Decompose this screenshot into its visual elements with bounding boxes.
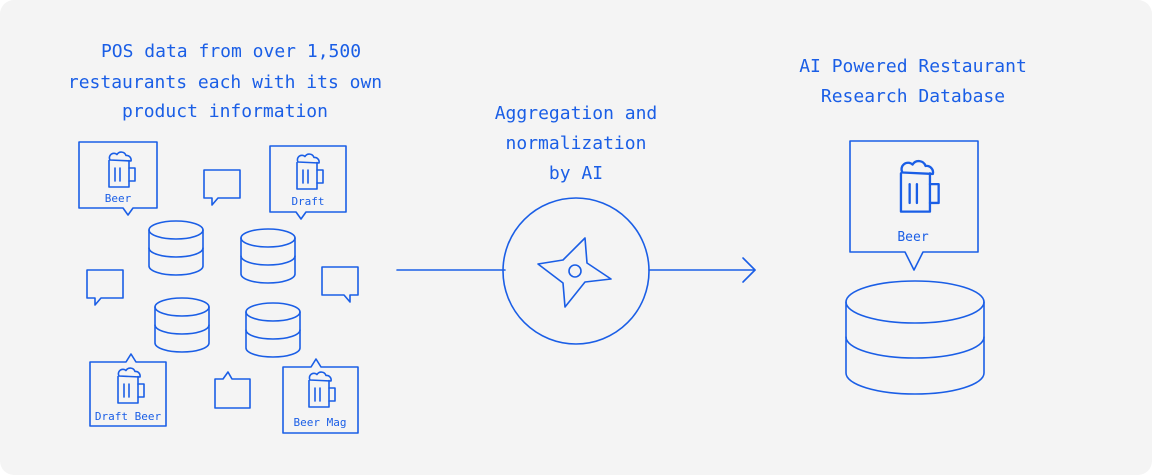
chat-bubble-icon — [86, 269, 124, 306]
chat-bubble-icon — [214, 371, 251, 409]
result-database-icon — [845, 280, 985, 395]
mug-icon — [117, 367, 145, 404]
result-caption-line-1: AI Powered Restaurant — [799, 56, 1027, 77]
tag-label-draft-beer: Draft Beer — [95, 410, 162, 423]
mug-icon — [899, 159, 940, 213]
ninja-star-icon — [537, 237, 612, 308]
mug-icon — [308, 371, 336, 408]
process-caption-line-3: by AI — [549, 163, 603, 184]
ai-process-circle — [502, 197, 650, 345]
sources-caption-line-1: POS data from over 1,500 — [101, 41, 361, 62]
result-caption-line-2: Research Database — [821, 86, 1005, 107]
sources-caption-line-2: restaurants each with its own — [68, 72, 382, 93]
process-caption-line-1: Aggregation and — [495, 103, 658, 124]
tag-card-beer — [78, 141, 158, 216]
tag-label-draft: Draft — [291, 195, 324, 208]
tag-card-beer-mag — [282, 358, 359, 434]
mug-icon — [296, 153, 324, 190]
arrow-right-icon — [742, 257, 756, 283]
result-tag-label: Beer — [897, 230, 928, 245]
database-icon — [245, 302, 301, 358]
tag-card-draft-beer — [89, 353, 167, 427]
sources-caption-line-3: product information — [122, 101, 328, 122]
tag-card-draft — [269, 145, 347, 220]
chat-bubble-icon — [321, 266, 359, 303]
database-icon — [154, 297, 210, 353]
chat-bubble-icon — [203, 169, 241, 206]
mug-icon — [108, 151, 136, 188]
tag-label-beer: Beer — [105, 192, 132, 205]
database-icon — [240, 228, 296, 284]
process-caption-line-2: normalization — [506, 133, 647, 154]
result-tag-card — [849, 140, 979, 271]
tag-label-beer-mag: Beer Mag — [294, 416, 347, 429]
database-icon — [148, 220, 204, 276]
